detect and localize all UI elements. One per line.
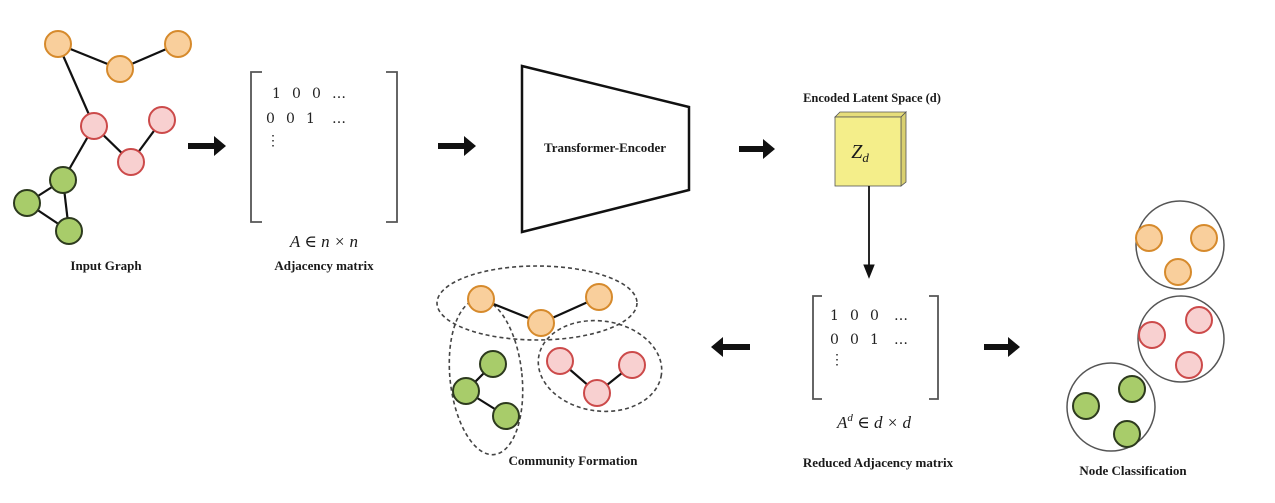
arrow-left-icon bbox=[711, 337, 750, 357]
matrix-vdots: ⋮ bbox=[830, 352, 844, 368]
community-node-orange bbox=[585, 283, 613, 311]
matrix-cell: 0 bbox=[850, 308, 859, 324]
community-boundary-orange bbox=[436, 265, 638, 341]
matrix-cell: 0 bbox=[830, 332, 839, 348]
community-formation: Community Formation bbox=[436, 265, 663, 468]
matrix-cell: … bbox=[894, 332, 908, 348]
matrix-cell: 0 bbox=[266, 111, 275, 127]
graph-node-green bbox=[49, 166, 77, 194]
community-node-orange bbox=[467, 285, 495, 313]
matrix-cell: 1 bbox=[272, 86, 281, 102]
graph-node-orange bbox=[106, 55, 134, 83]
matrix-cell: 1 bbox=[870, 332, 879, 348]
transformer-encoder: Transformer-Encoder bbox=[520, 64, 691, 234]
community-label: Community Formation bbox=[509, 453, 639, 468]
class-node-orange bbox=[1190, 224, 1218, 252]
arrow-icon bbox=[739, 139, 775, 159]
graph-node-green bbox=[55, 217, 83, 245]
matrix-cell: 1 bbox=[306, 111, 315, 127]
class-group-pink bbox=[1137, 295, 1225, 383]
classification-label: Node Classification bbox=[1079, 463, 1187, 478]
community-node-orange bbox=[527, 309, 555, 337]
community-boundary-green bbox=[448, 298, 524, 456]
adjacency-label: Adjacency matrix bbox=[274, 258, 374, 273]
matrix-left-bracket bbox=[250, 71, 262, 223]
class-node-pink bbox=[1175, 351, 1203, 379]
arrow-icon bbox=[188, 136, 226, 156]
community-boundary-pink bbox=[537, 319, 663, 413]
encoder-trapezoid bbox=[520, 64, 691, 234]
matrix-vdots: ⋮ bbox=[266, 133, 280, 149]
community-node-pink bbox=[618, 351, 646, 379]
graph-node-orange bbox=[44, 30, 72, 58]
matrix-cell: 0 bbox=[850, 332, 859, 348]
matrix-cell: 0 bbox=[312, 86, 321, 102]
matrix-left-bracket bbox=[812, 295, 822, 400]
matrix-cell: … bbox=[894, 308, 908, 324]
class-node-green bbox=[1072, 392, 1100, 420]
community-node-green bbox=[452, 377, 480, 405]
class-node-green bbox=[1113, 420, 1141, 448]
reduced-adjacency-matrix: 1 0 0 … 0 0 1 … ⋮ Ad ∈ d × d Reduced Adj… bbox=[803, 295, 954, 470]
latent-space: Encoded Latent Space (d) Zd bbox=[803, 91, 941, 279]
latent-title: Encoded Latent Space (d) bbox=[803, 91, 941, 105]
community-node-pink bbox=[583, 379, 611, 407]
reduced-label: Reduced Adjacency matrix bbox=[803, 455, 954, 470]
matrix-right-bracket bbox=[386, 71, 398, 223]
class-group-orange bbox=[1135, 200, 1225, 290]
latent-cube-side bbox=[900, 111, 907, 187]
graph-node-pink bbox=[80, 112, 108, 140]
matrix-cell: 0 bbox=[870, 308, 879, 324]
class-node-pink bbox=[1185, 306, 1213, 334]
arrow-icon bbox=[984, 337, 1020, 357]
community-node-green bbox=[492, 402, 520, 430]
node-classification: Node Classification bbox=[1066, 200, 1225, 478]
latent-cube-top bbox=[834, 111, 907, 118]
matrix-cell: 0 bbox=[292, 86, 301, 102]
class-node-green bbox=[1118, 375, 1146, 403]
matrix-right-bracket bbox=[929, 295, 939, 400]
input-graph: Input Graph bbox=[13, 30, 192, 273]
graph-node-pink bbox=[117, 148, 145, 176]
class-group-green bbox=[1066, 362, 1156, 452]
matrix-cell: … bbox=[332, 86, 346, 102]
adjacency-formula: A ∈ n × n bbox=[289, 232, 358, 251]
reduced-formula: Ad ∈ d × d bbox=[836, 412, 911, 432]
latent-symbol: Zd bbox=[851, 141, 869, 165]
class-node-pink bbox=[1138, 321, 1166, 349]
input-graph-label: Input Graph bbox=[70, 258, 142, 273]
matrix-cell: … bbox=[332, 111, 346, 127]
matrix-cell: 1 bbox=[830, 308, 839, 324]
matrix-cell: 0 bbox=[286, 111, 295, 127]
class-node-orange bbox=[1164, 258, 1192, 286]
graph-node-orange bbox=[164, 30, 192, 58]
graph-node-pink bbox=[148, 106, 176, 134]
adjacency-matrix: 1 0 0 … 0 0 1 … ⋮ A ∈ n × n Adjacency ma… bbox=[250, 71, 398, 273]
graph-edge bbox=[56, 43, 96, 127]
community-node-pink bbox=[546, 347, 574, 375]
encoder-label: Transformer-Encoder bbox=[544, 140, 666, 155]
latent-cube-front bbox=[834, 116, 902, 187]
class-node-orange bbox=[1135, 224, 1163, 252]
community-node-green bbox=[479, 350, 507, 378]
arrow-icon bbox=[438, 136, 476, 156]
graph-node-green bbox=[13, 189, 41, 217]
